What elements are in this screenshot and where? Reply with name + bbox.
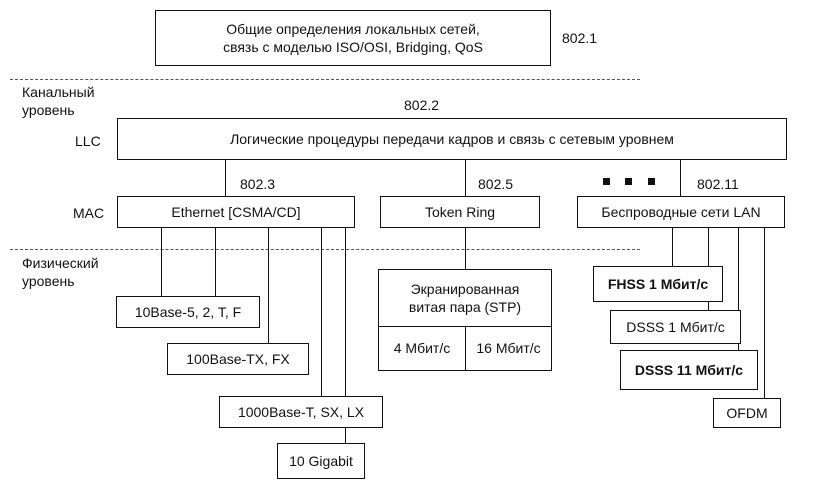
std-802-2-label: 802.2 [404, 97, 440, 113]
ellipsis-dot-3 [648, 178, 655, 185]
connector-802-3 [225, 160, 226, 196]
connector-eth-100base [268, 228, 269, 343]
wireless-lan-box: Беспроводные сети LAN [577, 196, 785, 228]
eth-10base-box: 10Base-5, 2, T, F [116, 296, 260, 328]
llc-box: Логические процедуры передачи кадров и с… [117, 118, 787, 160]
fhss-box: FHSS 1 Мбит/с [593, 266, 723, 302]
std-802-11-label: 802.11 [697, 176, 739, 192]
separator-lower [10, 249, 640, 250]
connector-eth-10base-b [215, 228, 216, 296]
connector-token-ring [465, 228, 466, 269]
ethernet-box: Ethernet [CSMA/CD] [117, 196, 355, 228]
token-ring-box: Token Ring [380, 196, 540, 228]
connector-ofdm [764, 228, 765, 398]
stp-16mbit: 16 Мбит/с [476, 339, 541, 356]
eth-10g-box: 10 Gigabit [277, 443, 365, 479]
connector-fhss [672, 228, 673, 266]
llc-label: LLC [75, 133, 101, 149]
ofdm-box: OFDM [713, 398, 781, 428]
dsss-11-box: DSSS 11 Мбит/с [620, 350, 758, 390]
stp-label: Экранированная витая пара (STP) [379, 270, 551, 327]
datalink-layer-label: Канальный уровень [22, 84, 95, 118]
connector-802-5 [465, 160, 466, 196]
eth-100base-box: 100Base-TX, FX [167, 343, 309, 375]
dsss-1-box: DSSS 1 Мбит/с [610, 310, 741, 344]
connector-802-11 [680, 160, 681, 196]
ellipsis-dot-1 [603, 178, 610, 185]
stp-4mbit: 4 Мбит/с [379, 326, 466, 370]
separator-upper [10, 79, 640, 80]
general-definitions-line1: Общие определения локальных сетей, [226, 20, 480, 37]
physical-layer-label: Физический уровень [22, 255, 99, 289]
stp-box: Экранированная витая пара (STP) 4 Мбит/с… [378, 269, 552, 371]
general-definitions-box: Общие определения локальных сетей, связь… [155, 10, 551, 66]
std-802-3-label: 802.3 [240, 176, 276, 192]
connector-eth-10base [161, 228, 162, 296]
connector-dsss11 [738, 228, 739, 350]
eth-1000base-box: 1000Base-T, SX, LX [219, 396, 383, 428]
connector-eth-10g [345, 228, 346, 443]
ellipsis-dot-2 [625, 178, 632, 185]
general-definitions-line2: связь с моделью ISO/OSI, Bridging, QoS [223, 39, 483, 55]
std-802-5-label: 802.5 [478, 176, 514, 192]
std-802-1-label: 802.1 [562, 30, 598, 46]
connector-eth-1000base [321, 228, 322, 396]
mac-label: MAC [73, 205, 105, 221]
